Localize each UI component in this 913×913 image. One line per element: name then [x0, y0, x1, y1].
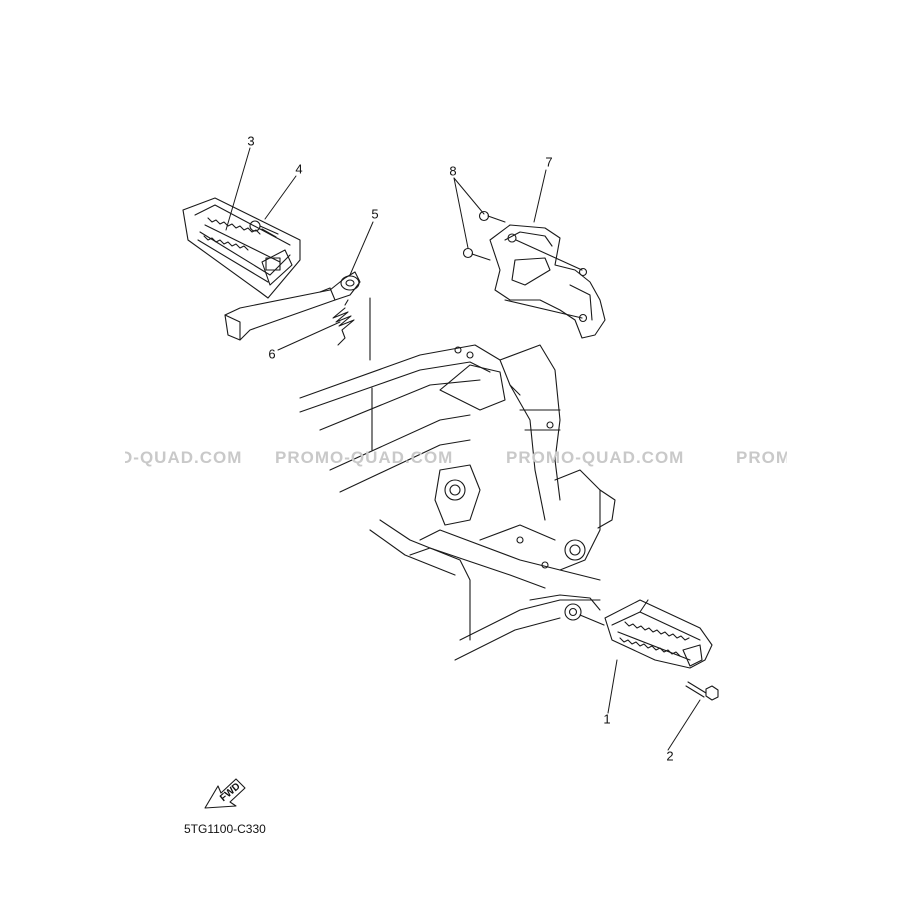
guide-line-pedal	[369, 297, 373, 451]
watermark-partial-left: D-QUAD.COM	[125, 448, 243, 467]
bolt-4	[249, 220, 279, 238]
spring	[332, 299, 355, 346]
leader-lines	[225, 147, 701, 751]
fwd-arrow-icon	[204, 778, 246, 809]
watermark-1: PROMO-QUAD.COM	[275, 448, 454, 467]
diagram-code: 5TG1100-C330	[184, 822, 266, 836]
callout-1: 1	[603, 711, 611, 727]
callout-8: 8	[449, 163, 457, 179]
left-footrest	[182, 197, 301, 299]
callout-6: 6	[268, 346, 276, 362]
watermark-partial-right: PROM	[736, 448, 787, 467]
callout-5: 5	[371, 206, 379, 222]
callout-7: 7	[545, 154, 553, 170]
guide-line-guard	[504, 239, 583, 319]
right-footrest	[604, 599, 713, 669]
bolt-8	[462, 210, 506, 261]
guide-line-footrest	[579, 614, 605, 626]
watermark-2: PROMO-QUAD.COM	[506, 448, 685, 467]
brake-pedal	[224, 271, 361, 341]
guard	[489, 224, 606, 339]
watermark-strip: D-QUAD.COM PROMO-QUAD.COM PROMO-QUAD.COM…	[125, 440, 787, 472]
bolt-2	[685, 681, 719, 701]
frame	[299, 344, 616, 661]
callout-4: 4	[295, 161, 303, 177]
callout-2: 2	[666, 748, 674, 764]
callout-3: 3	[247, 133, 255, 149]
